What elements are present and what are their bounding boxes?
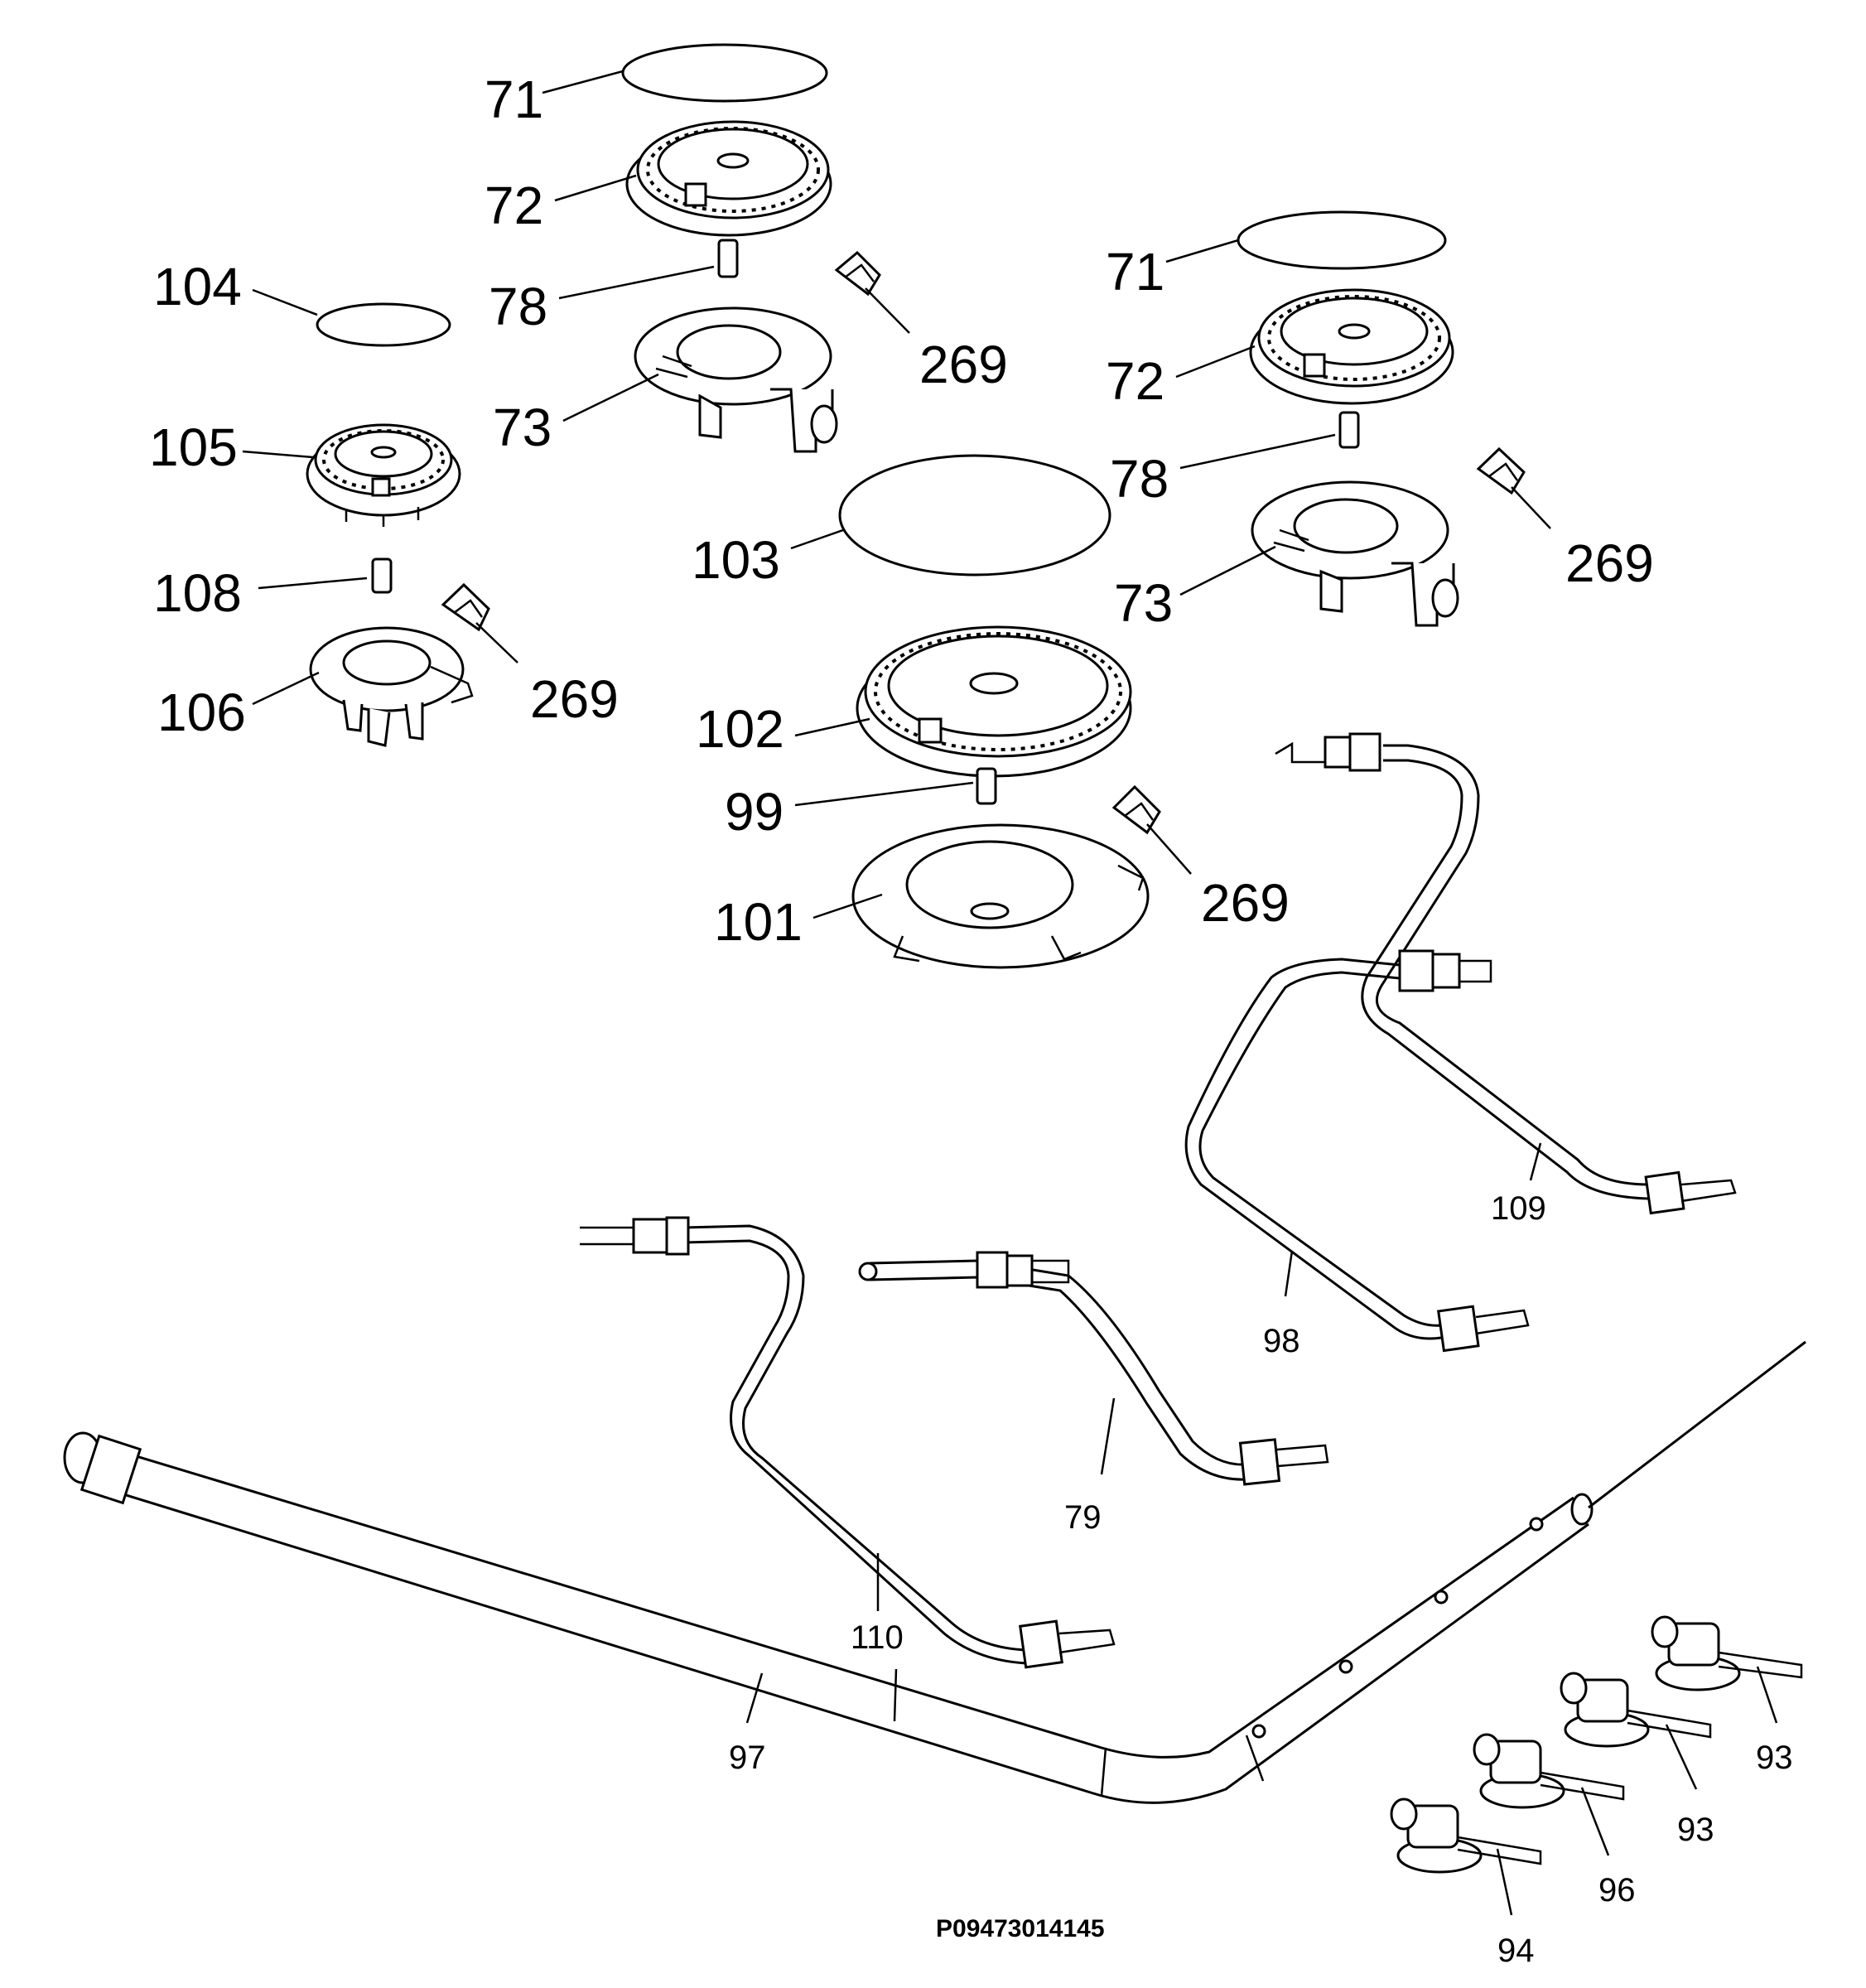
leader-73-right <box>1179 545 1276 596</box>
leader-97 <box>745 1672 764 1724</box>
leader-93-left <box>1665 1724 1698 1790</box>
leader-71-left <box>542 70 624 94</box>
gas-tap-93-right <box>1651 1615 1803 1691</box>
leader-98 <box>1284 1250 1294 1297</box>
burner-cap-103 <box>838 454 1111 577</box>
leader-269-d <box>1146 823 1192 875</box>
leader-71-right <box>1165 239 1239 263</box>
leader-93-right <box>1756 1666 1778 1724</box>
label-104: 104 <box>153 257 242 316</box>
leader-109 <box>1529 1142 1542 1181</box>
gas-tap-96 <box>1473 1733 1625 1809</box>
leader-94 <box>1496 1848 1513 1916</box>
label-94: 94 <box>1497 1933 1535 1969</box>
label-71-left: 71 <box>485 70 543 129</box>
gas-pipe-79 <box>858 1251 1329 1486</box>
leader-78-right <box>1179 433 1336 470</box>
drawing-code: P09473014145 <box>936 1915 1105 1942</box>
leader-104 <box>252 288 318 316</box>
leader-78-left <box>558 265 715 300</box>
burner-body-73-left <box>634 306 838 453</box>
leader-101 <box>812 893 883 919</box>
label-269-b: 269 <box>530 669 619 729</box>
flame-spreader-72-left <box>625 120 832 237</box>
label-101: 101 <box>714 892 803 952</box>
electrode-269-a <box>834 250 881 297</box>
label-93-right: 93 <box>1756 1740 1793 1776</box>
label-72-left: 72 <box>485 176 543 235</box>
leader-269-c <box>1511 486 1551 529</box>
main-gas-rail-97 <box>63 1340 1806 1804</box>
label-103: 103 <box>692 530 780 590</box>
electrode-269-c <box>1476 446 1526 495</box>
label-99: 99 <box>725 782 784 842</box>
electrode-269-d <box>1111 784 1161 835</box>
leader-96 <box>1580 1787 1610 1856</box>
burner-body-101 <box>851 823 1150 969</box>
injector-78-left <box>717 239 739 278</box>
leader-108 <box>258 577 368 590</box>
electrode-269-b <box>441 582 490 632</box>
label-110: 110 <box>851 1619 904 1656</box>
label-102: 102 <box>696 699 784 759</box>
label-109: 109 <box>1491 1190 1546 1227</box>
burner-cap-71-right <box>1237 210 1447 270</box>
label-269-d: 269 <box>1201 873 1290 933</box>
injector-108 <box>371 557 393 594</box>
gas-pipe-98 <box>1184 949 1530 1353</box>
leader-79 <box>1100 1397 1116 1475</box>
flame-spreader-105 <box>306 423 461 527</box>
injector-78-right <box>1338 411 1360 449</box>
leader-269-b <box>475 622 518 663</box>
gas-pipe-110 <box>580 1216 1116 1669</box>
label-269-a: 269 <box>919 335 1008 394</box>
leader-102 <box>794 717 870 737</box>
label-108: 108 <box>153 563 242 623</box>
flame-spreader-102 <box>856 625 1132 778</box>
flame-spreader-72-right <box>1249 288 1454 405</box>
label-97: 97 <box>729 1740 766 1776</box>
label-105: 105 <box>149 417 238 477</box>
label-73-left: 73 <box>493 398 552 457</box>
label-79: 79 <box>1064 1499 1102 1536</box>
burner-cap-71-left <box>621 43 828 103</box>
leader-72-right <box>1175 345 1256 379</box>
gas-tap-93-left <box>1560 1672 1712 1748</box>
leader-106 <box>252 671 320 706</box>
leader-105 <box>242 450 314 459</box>
leader-269-a <box>865 287 910 334</box>
label-106: 106 <box>157 683 246 742</box>
leader-72-left <box>554 174 637 202</box>
label-96: 96 <box>1598 1872 1636 1908</box>
leader-103 <box>790 528 844 550</box>
label-72-right: 72 <box>1106 351 1164 411</box>
label-71-right: 71 <box>1106 242 1164 302</box>
burner-cap-104 <box>316 302 451 347</box>
gas-pipe-109 <box>1275 732 1737 1215</box>
burner-body-73-right <box>1251 480 1459 627</box>
leader-73-left <box>562 373 659 422</box>
label-93-left: 93 <box>1677 1812 1714 1848</box>
label-73-right: 73 <box>1114 573 1173 633</box>
label-78-right: 78 <box>1110 449 1169 509</box>
label-269-c: 269 <box>1565 533 1654 593</box>
gas-tap-94 <box>1390 1797 1542 1874</box>
leader-99 <box>794 781 974 807</box>
label-98: 98 <box>1263 1323 1300 1359</box>
injector-99 <box>976 767 997 805</box>
label-78-left: 78 <box>489 277 547 336</box>
burner-body-106 <box>309 626 474 747</box>
